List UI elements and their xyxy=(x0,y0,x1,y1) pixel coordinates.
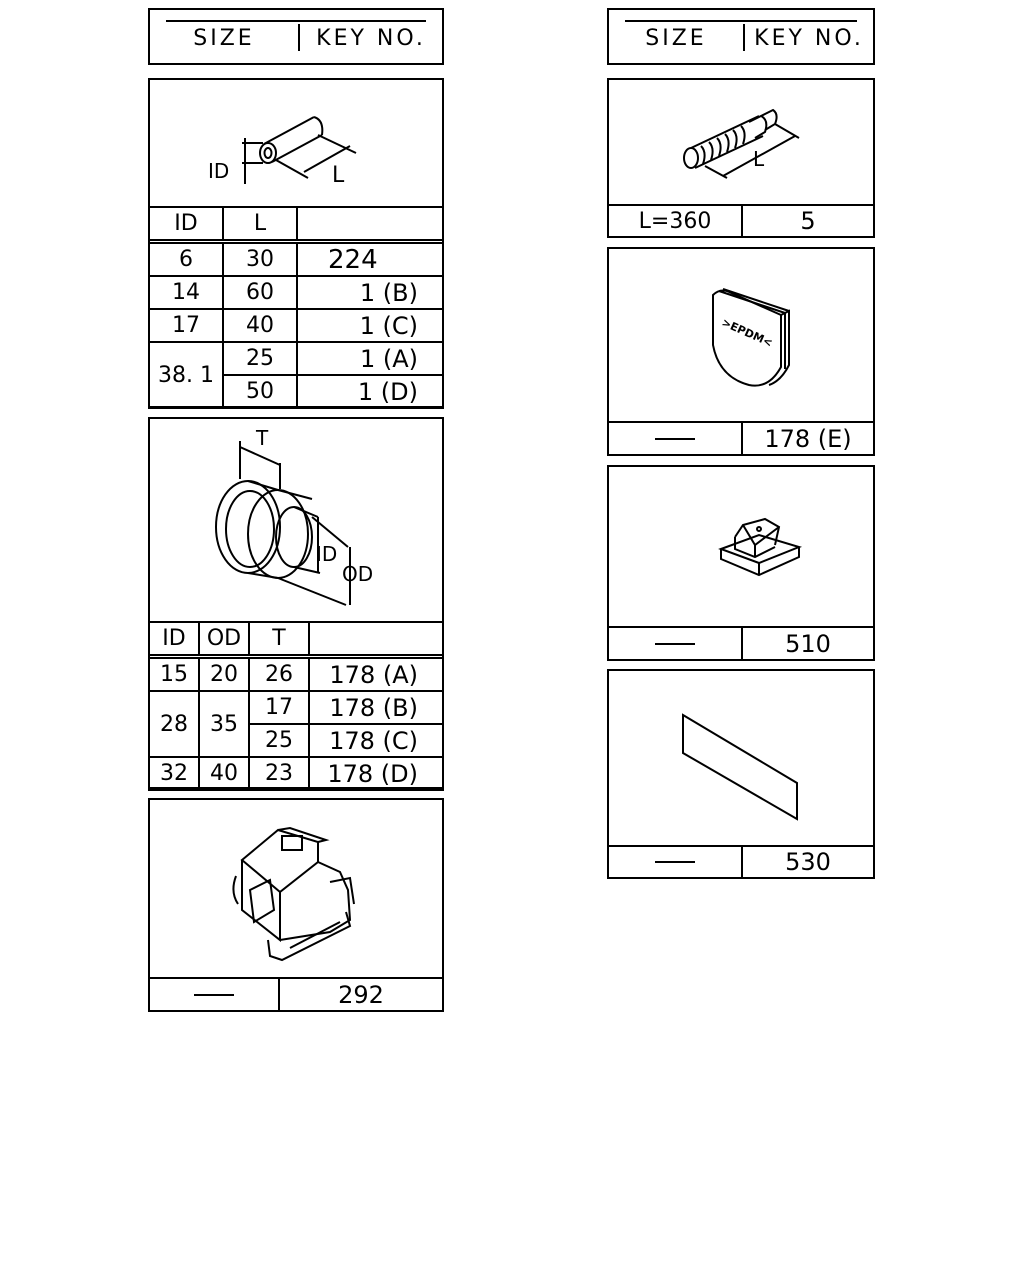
size-cell xyxy=(609,628,743,659)
pad-strip: 530 xyxy=(607,845,875,879)
clip-panel xyxy=(607,465,875,628)
pad-illustration xyxy=(682,713,798,821)
dim-l-label: L xyxy=(332,163,345,188)
col-od: OD xyxy=(198,621,250,659)
dash-icon xyxy=(655,437,695,440)
size-heading: SIZE xyxy=(645,26,707,51)
dim-l-label: L xyxy=(753,147,765,171)
key-no-heading: KEY NO. xyxy=(754,26,864,51)
col-t: T xyxy=(248,621,310,659)
key-no-heading: KEY NO. xyxy=(316,26,426,51)
key-cell: 510 xyxy=(785,629,831,658)
dim-od-label: OD xyxy=(342,562,373,586)
connector-illustration xyxy=(232,826,355,962)
epdm-label: >EPDM< xyxy=(720,316,775,350)
col-id: ID xyxy=(148,206,224,244)
size-cell xyxy=(609,847,743,877)
key-cell: 5 xyxy=(800,207,816,235)
dash-icon xyxy=(655,642,695,645)
dim-t-label: T xyxy=(255,426,269,450)
dim-id-label: ID xyxy=(316,542,337,566)
epdm-strip: 178 (E) xyxy=(607,421,875,456)
hose-illustration: ID L xyxy=(208,116,357,188)
clip-strip: 510 xyxy=(607,626,875,661)
key-cell: 530 xyxy=(785,848,831,876)
connector-strip: 292 xyxy=(148,977,444,1012)
clip-illustration xyxy=(718,517,803,577)
size-heading: SIZE xyxy=(193,26,255,51)
epdm-plug-panel: >EPDM< xyxy=(607,247,875,423)
key-cell: 292 xyxy=(338,980,384,1009)
key-cell: 178 (E) xyxy=(764,424,852,453)
grommet-illustration: T ID OD xyxy=(215,426,373,606)
dash-icon xyxy=(655,861,695,863)
col-key xyxy=(296,206,444,244)
dim-id-label: ID xyxy=(208,159,229,183)
pad-panel xyxy=(607,669,875,847)
col-id: ID xyxy=(148,621,200,659)
col-l: L xyxy=(222,206,298,244)
size-cell xyxy=(609,423,743,454)
right-header: SIZE KEY NO. xyxy=(607,8,875,65)
table-row: 50 1 (D) xyxy=(149,374,444,409)
size-cell xyxy=(150,979,280,1010)
connector-panel xyxy=(148,798,444,979)
dash-icon xyxy=(194,993,234,996)
size-cell: L=360 xyxy=(609,206,743,236)
corrugated-panel: L xyxy=(607,78,875,206)
left-header: SIZE KEY NO. xyxy=(148,8,444,65)
corrugated-illustration: L xyxy=(683,108,800,179)
col-key xyxy=(308,621,444,659)
epdm-plug-illustration: >EPDM< xyxy=(712,288,790,387)
corrugated-strip: L=360 5 xyxy=(607,204,875,238)
